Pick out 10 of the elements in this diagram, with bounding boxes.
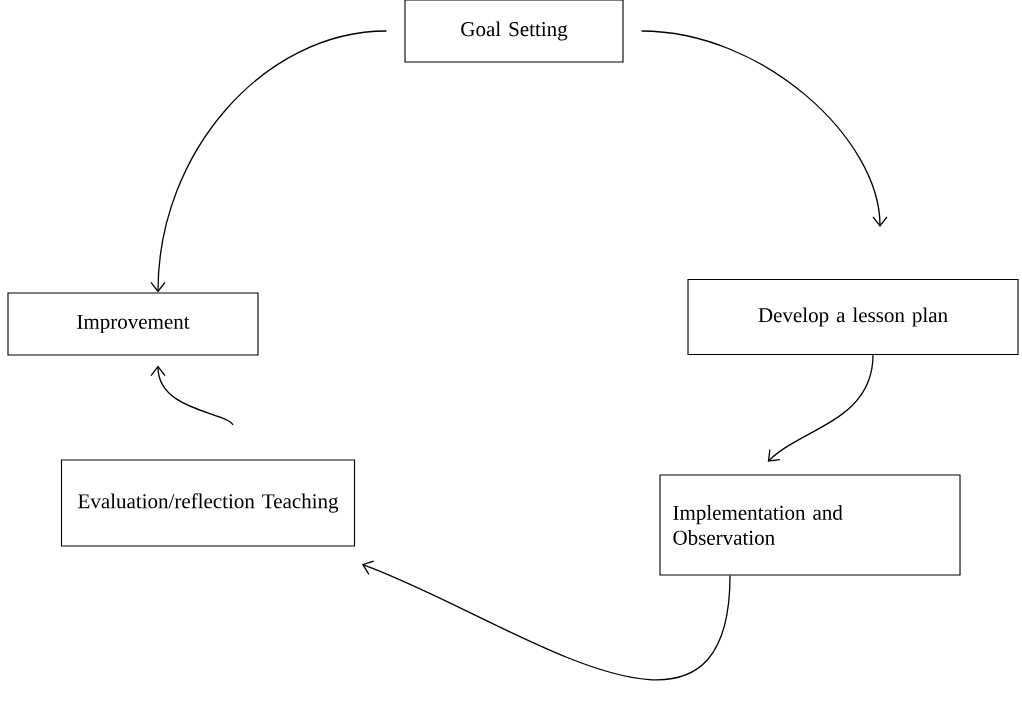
arrow bbox=[150, 365, 234, 426]
arrow bbox=[640, 30, 888, 227]
process-box: Evaluation/reflection Teaching bbox=[60, 459, 356, 547]
process-box: Implementation and Observation bbox=[659, 474, 961, 576]
arrow bbox=[767, 354, 874, 462]
process-box: Goal Setting bbox=[404, 0, 624, 63]
arrow bbox=[150, 30, 388, 293]
arrow bbox=[361, 560, 731, 680]
process-box: Improvement bbox=[7, 292, 259, 356]
process-box: Develop a lesson plan bbox=[687, 278, 1019, 356]
